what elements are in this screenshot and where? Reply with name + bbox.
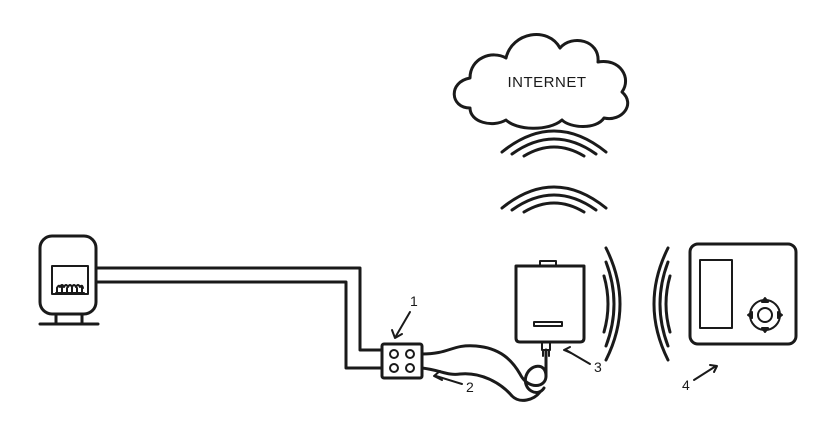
cloud-icon: INTERNET (452, 33, 630, 130)
thermostat-icon (688, 242, 798, 346)
callout-2-label: 2 (466, 379, 474, 395)
wireless-signal-icon-side (602, 246, 672, 362)
flame-icon (55, 284, 85, 294)
cable-icon (420, 344, 548, 402)
callout-1: 1 (391, 293, 418, 339)
boiler-wires (94, 266, 384, 370)
gateway-icon (514, 260, 586, 357)
callout-2: 2 (433, 370, 474, 395)
dpad-icon (747, 297, 783, 333)
callout-3: 3 (563, 346, 602, 375)
callout-4-label: 4 (682, 377, 690, 393)
cloud-label: INTERNET (508, 74, 587, 91)
callout-4: 4 (682, 364, 718, 393)
boiler-icon (38, 234, 100, 326)
callout-1-label: 1 (410, 293, 418, 309)
callout-3-label: 3 (594, 359, 602, 375)
junction-box-icon (380, 342, 424, 380)
wireless-signal-icon (500, 129, 608, 214)
